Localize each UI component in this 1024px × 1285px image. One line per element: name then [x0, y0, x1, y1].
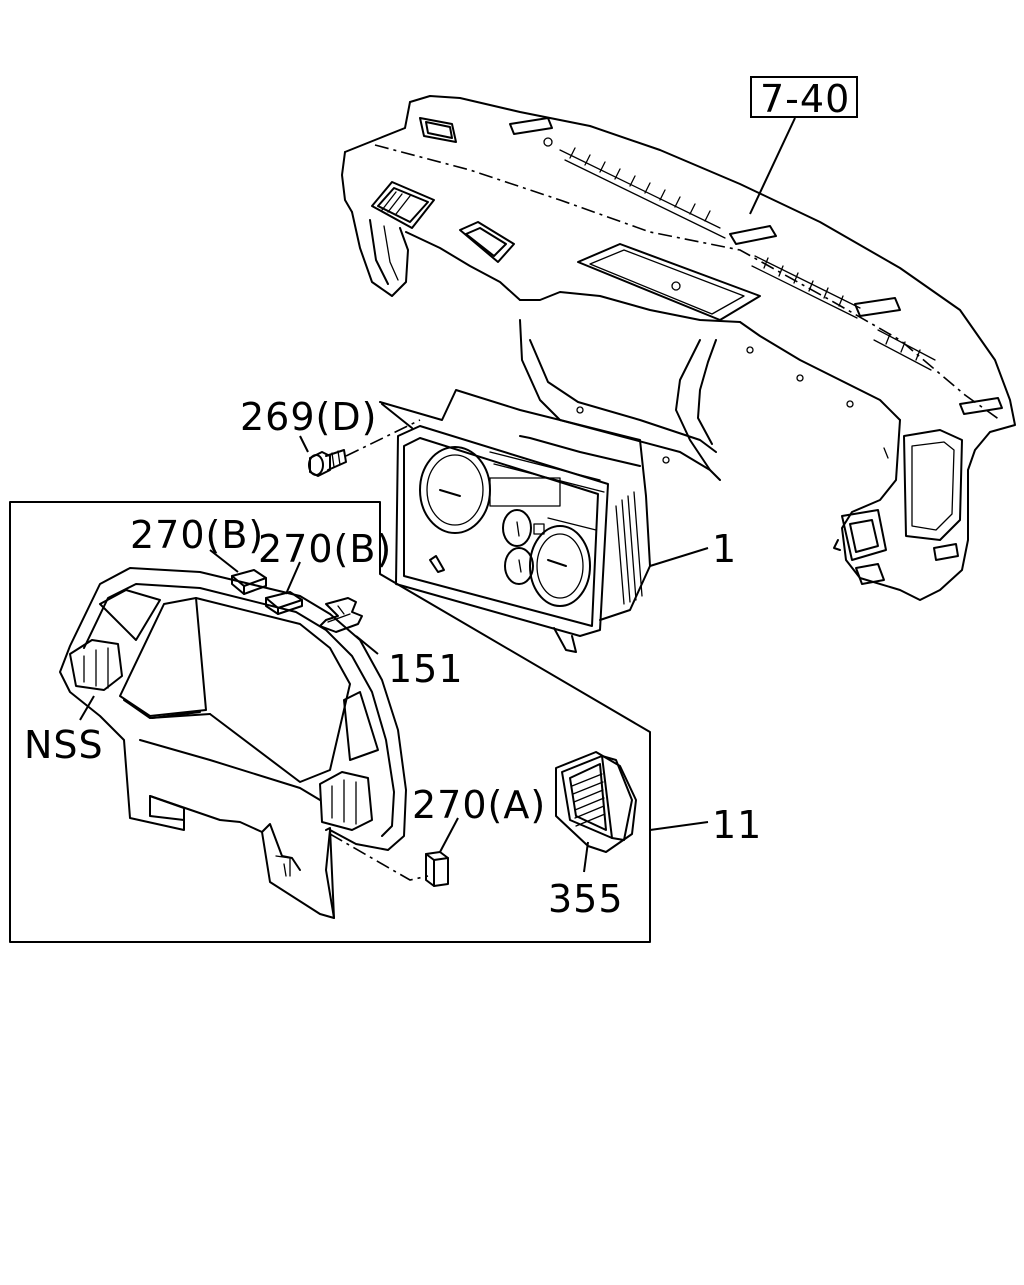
- glovebox-recess: [577, 243, 761, 321]
- callout-screw-269d: 269(D): [240, 395, 378, 439]
- screw-269d: [308, 449, 347, 477]
- air-vent-355: [555, 751, 637, 853]
- callout-meter-1: 1: [712, 527, 738, 571]
- callout-pad-270a: 270(A): [412, 783, 547, 827]
- callout-nss: NSS: [24, 723, 104, 767]
- defroster-grille: [559, 147, 936, 371]
- pad-270a: [425, 851, 449, 887]
- clip-151: [319, 597, 363, 633]
- reference-box: 7-40: [750, 76, 858, 118]
- callout-vent-355: 355: [548, 877, 624, 921]
- dashboard-panel: [341, 95, 1016, 601]
- pad-270b-left: [231, 569, 267, 595]
- callout-bezel-assembly-11: 11: [712, 803, 763, 847]
- pad-270b-right: [265, 591, 303, 615]
- callout-pad-270b-right: 270(B): [258, 527, 393, 571]
- callout-clip-151: 151: [388, 647, 464, 691]
- reference-label: 7-40: [760, 77, 851, 121]
- callout-pad-270b-left: 270(B): [130, 513, 265, 557]
- meter-bezel: [59, 567, 407, 919]
- assembly-boundary: [9, 501, 651, 943]
- combination-meter: [379, 389, 651, 653]
